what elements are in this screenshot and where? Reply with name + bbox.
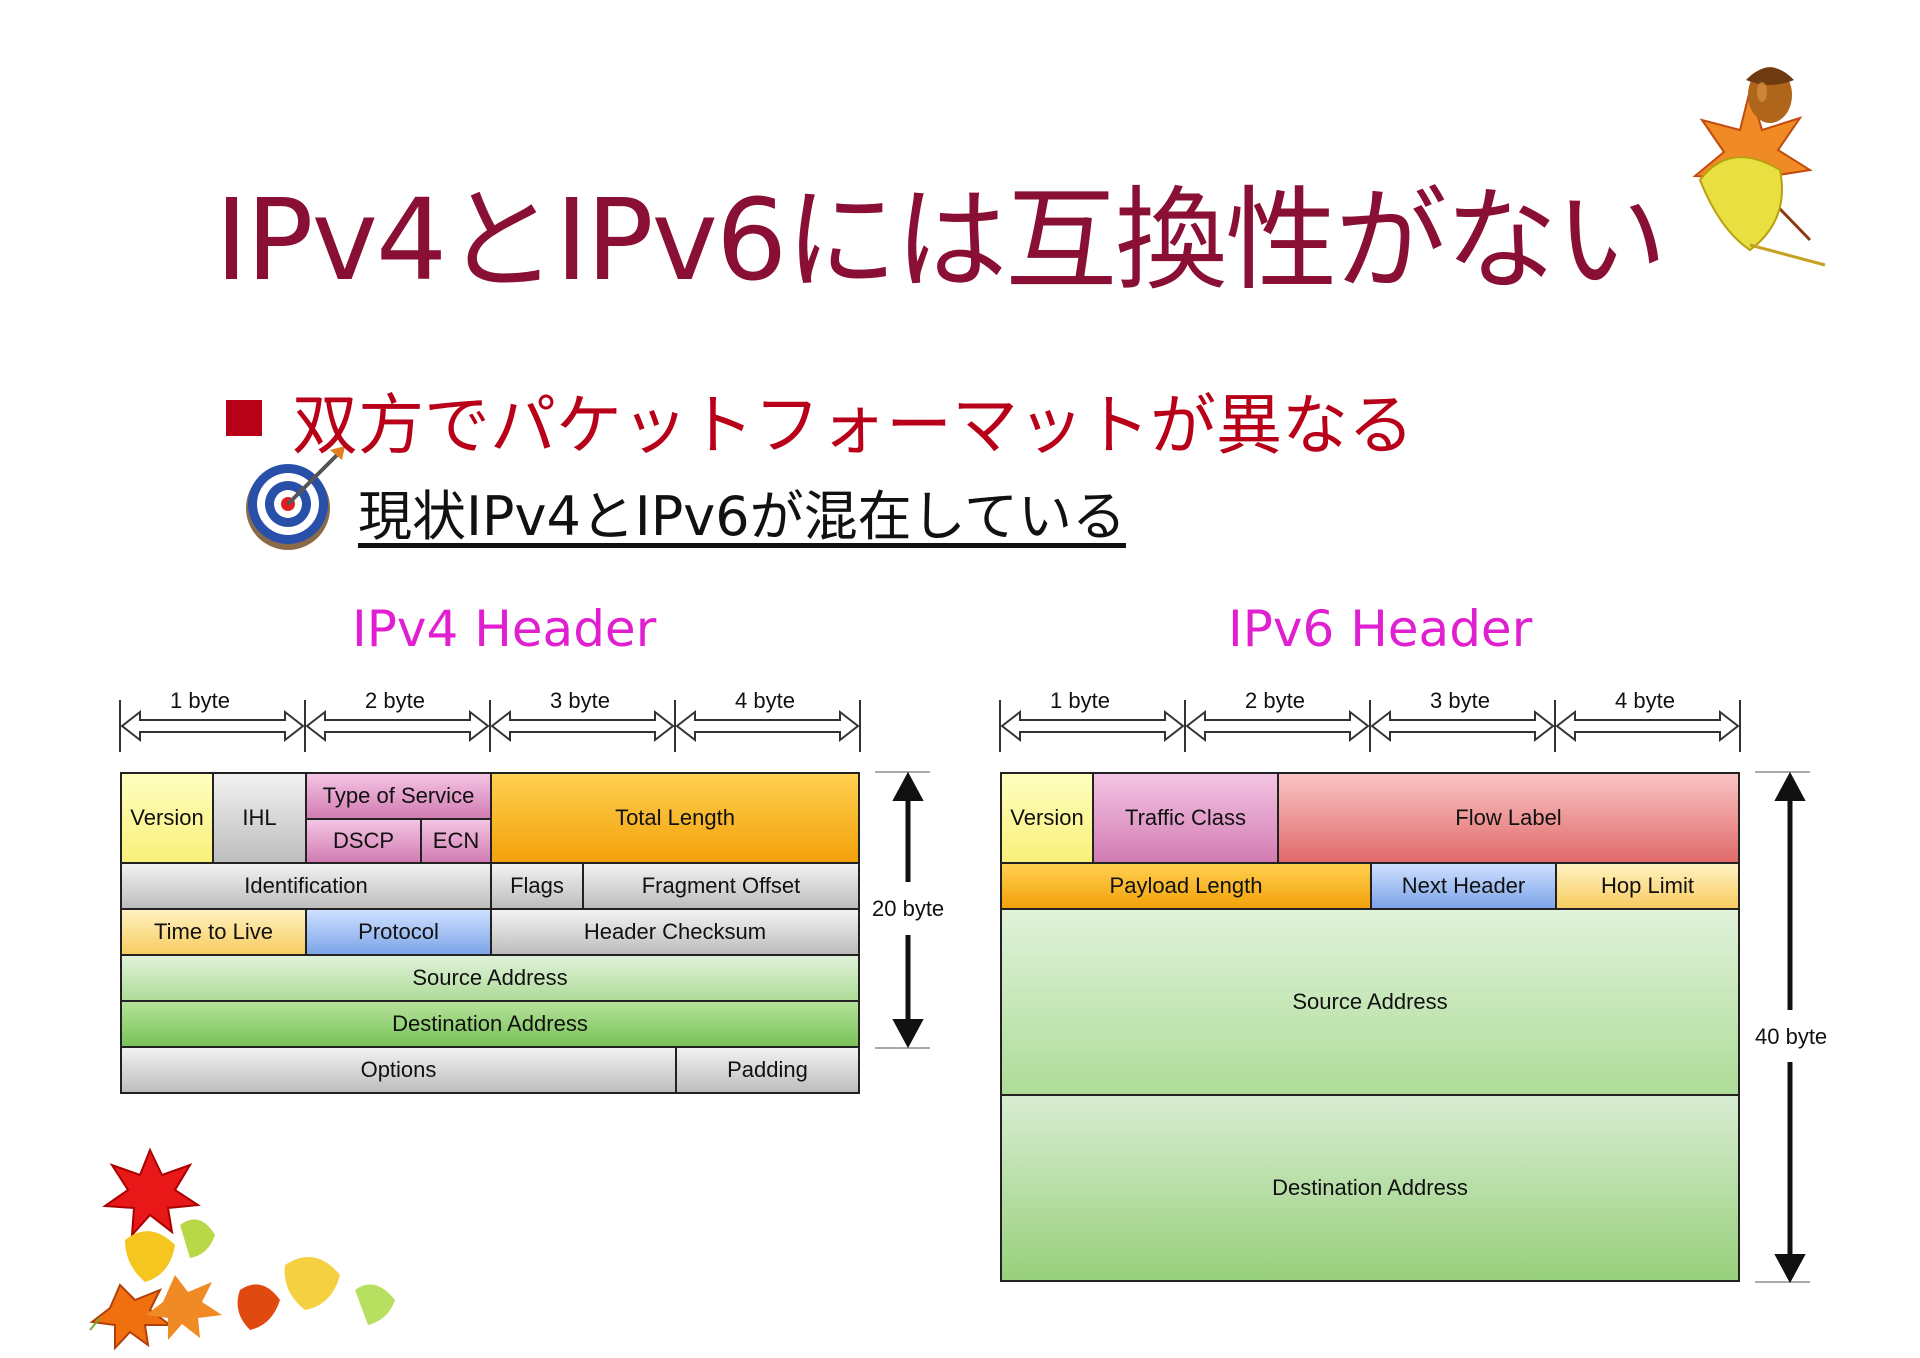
ipv4-byte-ruler [119,700,861,752]
bullet-square-icon [226,400,262,436]
target-icon [246,446,345,550]
ipv4-size-arrow [875,771,930,1049]
ipv6-byte-label: 2 byte [1245,688,1305,713]
ipv4-field-ecn: ECN [420,818,492,864]
ipv4-header-title: IPv4 Header [352,600,657,658]
ipv4-field-identification: Identification [120,862,492,910]
ginkgo-leaf-icon [1698,156,1826,267]
ipv4-byte-label: 3 byte [550,688,610,713]
ipv4-field-dscp: DSCP [305,818,422,864]
ipv6-size-arrow [1755,771,1810,1284]
ipv6-field-version: Version [1000,772,1094,864]
ipv4-field-flags: Flags [490,862,584,910]
ipv6-byte-label: 3 byte [1430,688,1490,713]
ipv6-field-next-header: Next Header [1370,862,1557,910]
acorn-icon [1746,67,1794,123]
ipv6-field-source: Source Address [1000,908,1740,1096]
ipv4-byte-label: 2 byte [365,688,425,713]
ipv4-byte-label: 1 byte [170,688,230,713]
ipv4-field-options: Options [120,1046,677,1094]
ipv6-size-label: 40 byte [1755,1024,1828,1049]
autumn-leaves-icon [89,1147,395,1351]
ipv4-field-ttl: Time to Live [120,908,307,956]
ipv4-size-label: 20 byte [872,896,945,921]
ipv6-field-payload-length: Payload Length [1000,862,1372,910]
ipv4-field-version: Version [120,772,214,864]
ipv4-field-ihl: IHL [212,772,307,864]
ipv4-field-tos: Type of Service [305,772,492,820]
ipv6-field-traffic-class: Traffic Class [1092,772,1279,864]
ipv4-field-source: Source Address [120,954,860,1002]
ipv4-field-padding: Padding [675,1046,860,1094]
ipv6-field-hop-limit: Hop Limit [1555,862,1740,910]
ipv6-byte-label: 4 byte [1615,688,1675,713]
ipv6-field-destination: Destination Address [1000,1094,1740,1282]
ipv6-header-title: IPv6 Header [1228,600,1533,658]
ipv4-field-protocol: Protocol [305,908,492,956]
slide-title: IPv4とIPv6には互換性がない [215,176,1667,306]
sub-bullet-text: 現状IPv4とIPv6が混在している [358,485,1126,548]
ipv4-field-fragment-offset: Fragment Offset [582,862,860,910]
ipv6-byte-label: 1 byte [1050,688,1110,713]
ipv4-field-destination: Destination Address [120,1000,860,1048]
ipv4-field-checksum: Header Checksum [490,908,860,956]
bullet-text: 双方でパケットフォーマットが異なる [292,387,1414,464]
ipv4-byte-label: 4 byte [735,688,795,713]
ipv6-field-flow-label: Flow Label [1277,772,1740,864]
ipv6-byte-ruler [999,700,1741,752]
ipv4-field-total-length: Total Length [490,772,860,864]
